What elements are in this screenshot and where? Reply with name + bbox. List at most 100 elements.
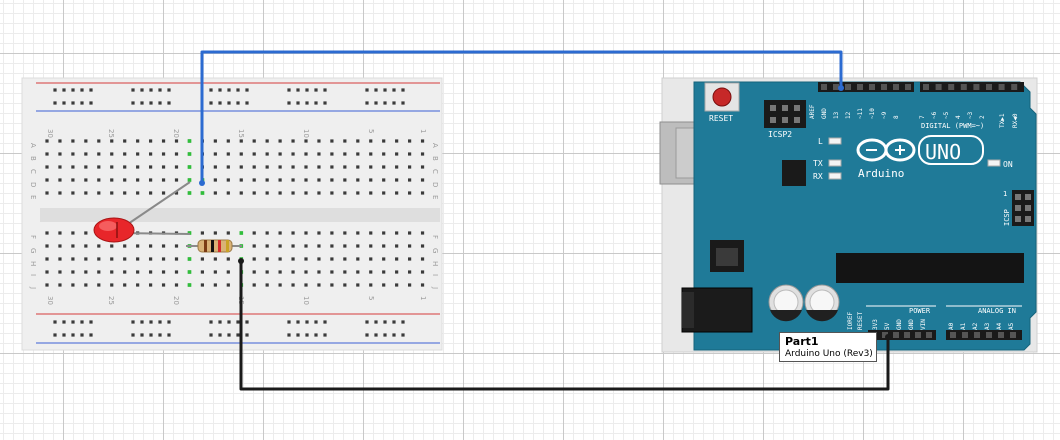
black-wire[interactable] (239, 261, 890, 391)
rail-hole (149, 320, 153, 324)
connected-hole (187, 270, 192, 274)
breadboard-hole (71, 165, 75, 169)
rail-hole (287, 320, 291, 324)
pin-label-ioref: IOREF (847, 312, 854, 330)
rail-hole (158, 101, 162, 105)
rail-hole (365, 101, 369, 105)
pin-label-a4: A4 (996, 322, 1003, 330)
rx-led (828, 172, 842, 180)
pin-label-8: 8 (893, 115, 900, 119)
breadboard-hole (58, 178, 62, 182)
breadboard-hole (174, 178, 179, 182)
wire-end-blue-pin13 (838, 85, 844, 91)
pin-label-a1: A1 (960, 322, 967, 330)
rail-hole (167, 88, 171, 92)
breadboard-hole (408, 178, 412, 182)
breadboard-hole (252, 139, 256, 143)
breadboard-hole (239, 139, 243, 143)
breadboard-hole (395, 139, 399, 143)
breadboard-hole (369, 283, 373, 287)
breadboard-hole (84, 139, 88, 143)
row-letter: H (29, 261, 37, 266)
breadboard-hole (136, 244, 140, 248)
row-letter: G (431, 248, 439, 253)
breadboard-hole (382, 270, 386, 274)
rail-hole (296, 88, 300, 92)
rail-hole (383, 320, 387, 324)
blue-wire[interactable] (200, 50, 843, 183)
rail-hole (323, 320, 327, 324)
breadboard-hole (408, 257, 412, 261)
breadboard-hole (213, 165, 217, 169)
breadboard-hole (369, 139, 373, 143)
pin-label-a3: A3 (984, 322, 991, 330)
row-letter: B (29, 156, 37, 161)
col-number-top: 30 (46, 129, 54, 138)
breadboard-hole (149, 152, 153, 156)
pin-hole (1011, 84, 1018, 90)
row-letter: A (431, 143, 439, 148)
pin-label-12: 12 (845, 111, 852, 119)
rx-label: RX (813, 172, 823, 181)
breadboard-hole (330, 152, 334, 156)
breadboard-hole (97, 191, 101, 195)
breadboard-hole (84, 178, 88, 182)
pin-label-5: ~5 (943, 111, 950, 119)
digital-header-1 (818, 82, 914, 92)
breadboard-hole (420, 244, 425, 248)
breadboard-hole (278, 152, 282, 156)
breadboard-hole (291, 244, 295, 248)
rail-hole (89, 88, 93, 92)
logo-infinity-right (884, 138, 916, 162)
rail-hole (158, 333, 162, 337)
breadboard-hole (395, 257, 399, 261)
breadboard-hole (136, 178, 140, 182)
resistor[interactable] (186, 239, 242, 253)
breadboard-hole (136, 257, 140, 261)
breadboard-hole (408, 231, 412, 235)
pin-hole (948, 84, 955, 90)
pin-label-a2: A2 (972, 322, 979, 330)
breadboard-hole (369, 165, 373, 169)
rail-hole (296, 101, 300, 105)
breadboard-hole (110, 257, 114, 261)
breadboard-hole (343, 165, 347, 169)
breadboard-hole (395, 231, 399, 235)
breadboard-hole (304, 231, 308, 235)
icsp2-pin (794, 117, 800, 123)
rail-hole (71, 320, 75, 324)
breadboard-hole (408, 244, 412, 248)
breadboard-hole (356, 283, 360, 287)
breadboard-hole (343, 270, 347, 274)
rail-hole (401, 101, 405, 105)
breadboard-hole (161, 191, 166, 195)
row-letter: D (431, 182, 439, 187)
red-led[interactable] (93, 217, 135, 243)
breadboard-hole (58, 270, 62, 274)
breadboard-hole (226, 152, 230, 156)
tx-led (828, 159, 842, 167)
rail-hole (209, 333, 213, 337)
rail-hole (323, 333, 327, 337)
breadboard-hole (45, 270, 49, 274)
breadboard-hole (110, 178, 114, 182)
digital-label: DIGITAL (PWM=~) (921, 122, 984, 130)
breadboard-hole (200, 231, 204, 235)
rail-hole (71, 88, 75, 92)
breadboard-hole (123, 283, 127, 287)
breadboard-hole (213, 152, 217, 156)
arduino-uno[interactable]: RESET ICSP2 AREF GND 13 12 ~11 ~10 ~9 8 … (659, 77, 1038, 353)
row-letter: J (431, 286, 439, 289)
wire-end-blue-bb (199, 180, 205, 186)
reset-label: RESET (709, 114, 733, 123)
breadboard-hole (382, 257, 386, 261)
breadboard-hole (161, 244, 166, 248)
col-number-bottom: 20 (172, 296, 180, 305)
pin-hole (986, 332, 992, 338)
breadboard-hole (226, 231, 230, 235)
rail-hole (314, 101, 318, 105)
breadboard-hole (71, 244, 75, 248)
pin-label-3v3: 3V3 (872, 319, 879, 330)
breadboard-hole (317, 139, 321, 143)
rail-hole (365, 333, 369, 337)
